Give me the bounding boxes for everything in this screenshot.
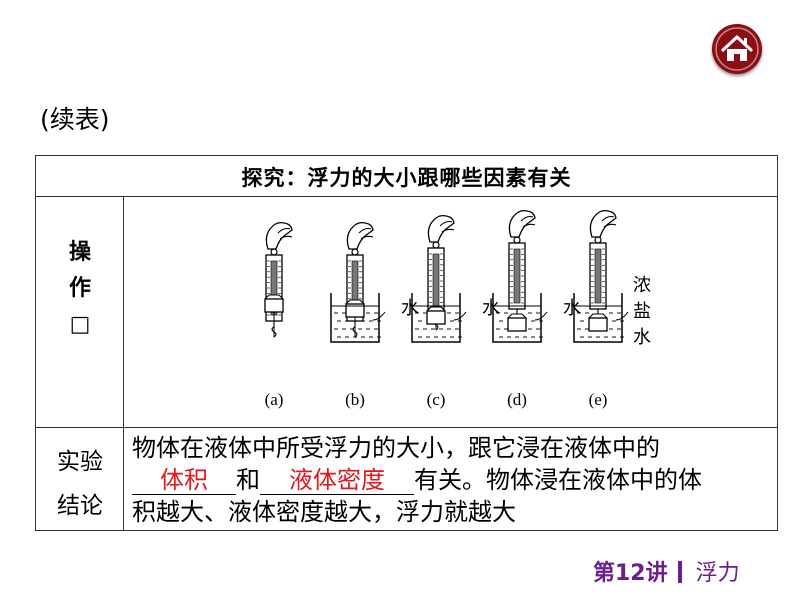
hand-icon xyxy=(346,221,374,250)
metal-block-icon xyxy=(426,310,446,325)
metal-block-icon xyxy=(588,317,608,332)
block-top xyxy=(507,313,527,319)
operation-label: 操 作 □ xyxy=(36,235,124,343)
hand-icon xyxy=(508,209,536,238)
operation-row: 操 作 □ (a)(b)水(c)水(d)水(e)浓盐水 xyxy=(36,197,777,428)
conclusion-label-cell: 实验 结论 xyxy=(36,428,124,530)
scale-ring-icon xyxy=(432,241,440,249)
home-icon xyxy=(715,27,759,71)
panel-label: (c) xyxy=(427,390,446,409)
metal-block-icon xyxy=(507,317,527,332)
experiment-figure: (a)(b)水(c)水(d)水(e)浓盐水 xyxy=(264,209,651,409)
scale-ring-icon xyxy=(351,248,359,256)
operation-label-char: □ xyxy=(69,312,91,337)
leader-line xyxy=(453,311,467,321)
leader-line xyxy=(615,311,629,321)
conclusion-line-2: 体积和液体密度有关。物体浸在液体中的体 xyxy=(132,464,772,496)
connector-text: 和 xyxy=(236,466,260,494)
operation-label-char: 操 xyxy=(68,240,91,265)
panel-label: (e) xyxy=(589,390,608,409)
scale-slot xyxy=(513,248,521,304)
leader-line xyxy=(534,311,548,321)
footer: 第12讲 浮力 xyxy=(593,555,740,587)
metal-block-icon xyxy=(264,298,284,313)
block-top xyxy=(345,299,365,305)
conclusion-line-3: 积越大、液体密度越大，浮力就越大 xyxy=(132,498,516,526)
hand-icon xyxy=(427,214,455,243)
footer-divider xyxy=(677,561,682,583)
saltwater-label-char: 浓 xyxy=(633,275,651,296)
block-top xyxy=(588,313,608,319)
panel-label: (b) xyxy=(345,390,365,409)
saltwater-label-char: 盐 xyxy=(633,301,651,322)
scale-ring-icon xyxy=(594,236,602,244)
block-top xyxy=(264,294,284,300)
answer-blank-density: 液体密度 xyxy=(260,466,414,495)
operation-label-cell: 操 作 □ xyxy=(36,197,124,427)
scale-ring-icon xyxy=(513,236,521,244)
leader-line xyxy=(372,311,386,321)
hand-finger-icon xyxy=(601,215,617,228)
saltwater-label-char: 水 xyxy=(633,327,651,348)
table-header: 探究：浮力的大小跟哪些因素有关 xyxy=(241,166,572,190)
hand-finger-icon xyxy=(358,227,374,240)
lecture-topic: 浮力 xyxy=(695,561,740,586)
conclusion-label-line: 结论 xyxy=(57,493,103,519)
conclusion-text: 物体在液体中所受浮力的大小，跟它浸在液体中的 体积和液体密度有关。物体浸在液体中… xyxy=(132,432,772,528)
liquid-label: 水 xyxy=(401,298,419,319)
conclusion-label: 实验 结论 xyxy=(36,440,124,528)
hand-icon xyxy=(589,209,617,238)
panel-label: (a) xyxy=(265,390,284,409)
block-top xyxy=(426,306,446,312)
conclusion-row: 实验 结论 物体在液体中所受浮力的大小，跟它浸在液体中的 体积和液体密度有关。物… xyxy=(36,428,777,530)
conclusion-label-line: 实验 xyxy=(57,449,103,475)
operation-label-char: 作 xyxy=(68,276,91,301)
conclusion-line-1: 物体在液体中所受浮力的大小，跟它浸在液体中的 xyxy=(132,434,660,462)
scale-ring-icon xyxy=(270,248,278,256)
answer-blank-volume: 体积 xyxy=(132,466,236,495)
inquiry-table: 探究：浮力的大小跟哪些因素有关 操 作 □ (a) (b) 水 (c) 水 (d) 水 (e)… xyxy=(35,155,778,531)
conclusion-line-2-tail: 有关。物体浸在液体中的体 xyxy=(414,466,702,494)
liquid-label: 水 xyxy=(482,298,500,319)
hand-finger-icon xyxy=(277,227,293,240)
home-button[interactable] xyxy=(712,24,762,74)
scale-slot xyxy=(432,253,440,309)
panel-label: (d) xyxy=(507,390,527,409)
lecture-number: 第12讲 xyxy=(593,561,668,586)
metal-block-icon xyxy=(345,303,365,318)
table-header-row: 探究：浮力的大小跟哪些因素有关 xyxy=(36,156,777,197)
hand-finger-icon xyxy=(439,220,455,233)
subtitle: (续表) xyxy=(40,105,110,134)
scale-slot xyxy=(594,248,602,304)
hand-icon xyxy=(265,221,293,250)
hand-finger-icon xyxy=(520,215,536,228)
liquid-label: 水 xyxy=(563,298,581,319)
